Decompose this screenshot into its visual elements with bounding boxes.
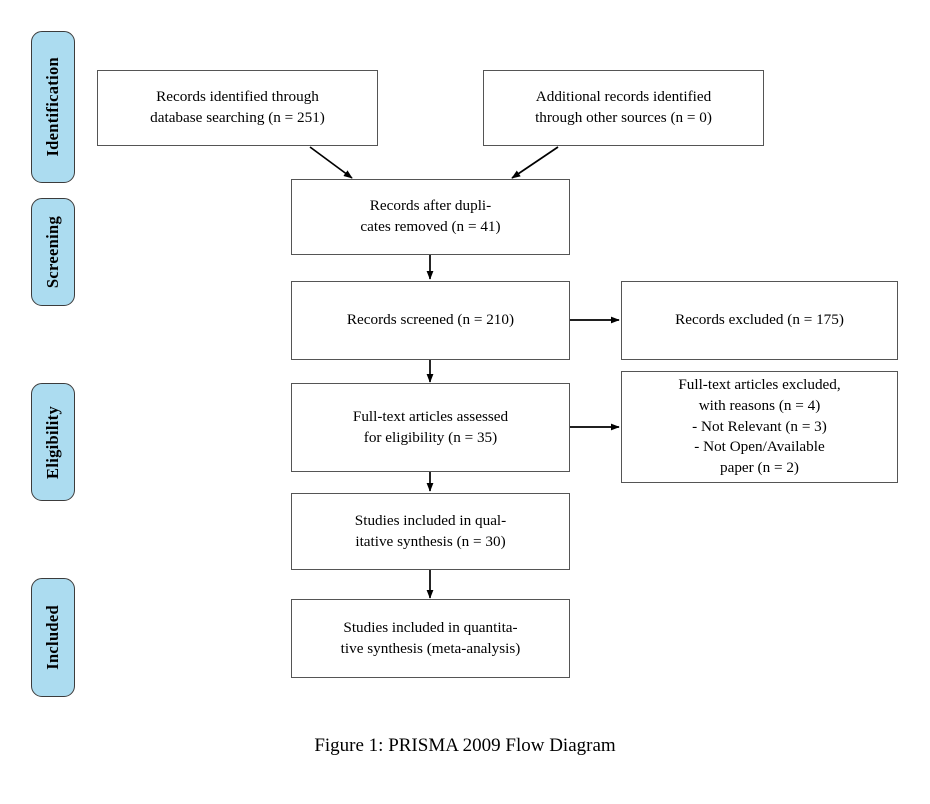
arrow-identified-to-duplicates (309, 146, 353, 179)
box-records-screened-text: Records screened (n = 210) (346, 311, 515, 329)
box-records-excluded: Records excluded (n = 175) (621, 281, 898, 360)
box-fulltext-assessed-text: Full-text articles assessed for eligibil… (352, 407, 509, 446)
box-fulltext-excluded: Full-text articles excluded, with reason… (621, 371, 898, 483)
box-additional-records-text: Additional records identified through ot… (535, 88, 712, 126)
box-duplicates-removed-text: Records after dupli- cates removed (n = … (360, 197, 501, 235)
phase-tab-screening-label: Screening (43, 215, 62, 289)
box-records-identified: Records identified through database sear… (97, 70, 378, 146)
figure-caption: Figure 1: PRISMA 2009 Flow Diagram (314, 735, 616, 756)
box-fulltext-assessed: Full-text articles assessed for eligibil… (291, 383, 570, 472)
phase-tab-identification-label: Identification (43, 57, 62, 157)
phase-tab-included: Included (31, 578, 75, 697)
box-quantitative-synthesis: Studies included in quantita- tive synth… (291, 599, 570, 678)
box-records-excluded-text: Records excluded (n = 175) (675, 311, 844, 329)
phase-tab-eligibility: Eligibility (31, 383, 75, 501)
box-qualitative-synthesis-text: Studies included in qual- itative synthe… (354, 511, 507, 550)
phase-tab-screening: Screening (31, 198, 75, 306)
phase-tab-identification: Identification (31, 31, 75, 183)
box-quantitative-synthesis-text: Studies included in quantita- tive synth… (340, 618, 521, 657)
arrow-additional-to-duplicates (511, 146, 559, 179)
box-fulltext-excluded-text: Full-text articles excluded, with reason… (678, 375, 841, 477)
box-records-screened: Records screened (n = 210) (291, 281, 570, 360)
box-qualitative-synthesis: Studies included in qual- itative synthe… (291, 493, 570, 570)
box-duplicates-removed: Records after dupli- cates removed (n = … (291, 179, 570, 255)
phase-tab-eligibility-label: Eligibility (43, 405, 62, 479)
box-records-identified-text: Records identified through database sear… (150, 88, 325, 126)
box-additional-records: Additional records identified through ot… (483, 70, 764, 146)
phase-tab-included-label: Included (43, 605, 62, 670)
